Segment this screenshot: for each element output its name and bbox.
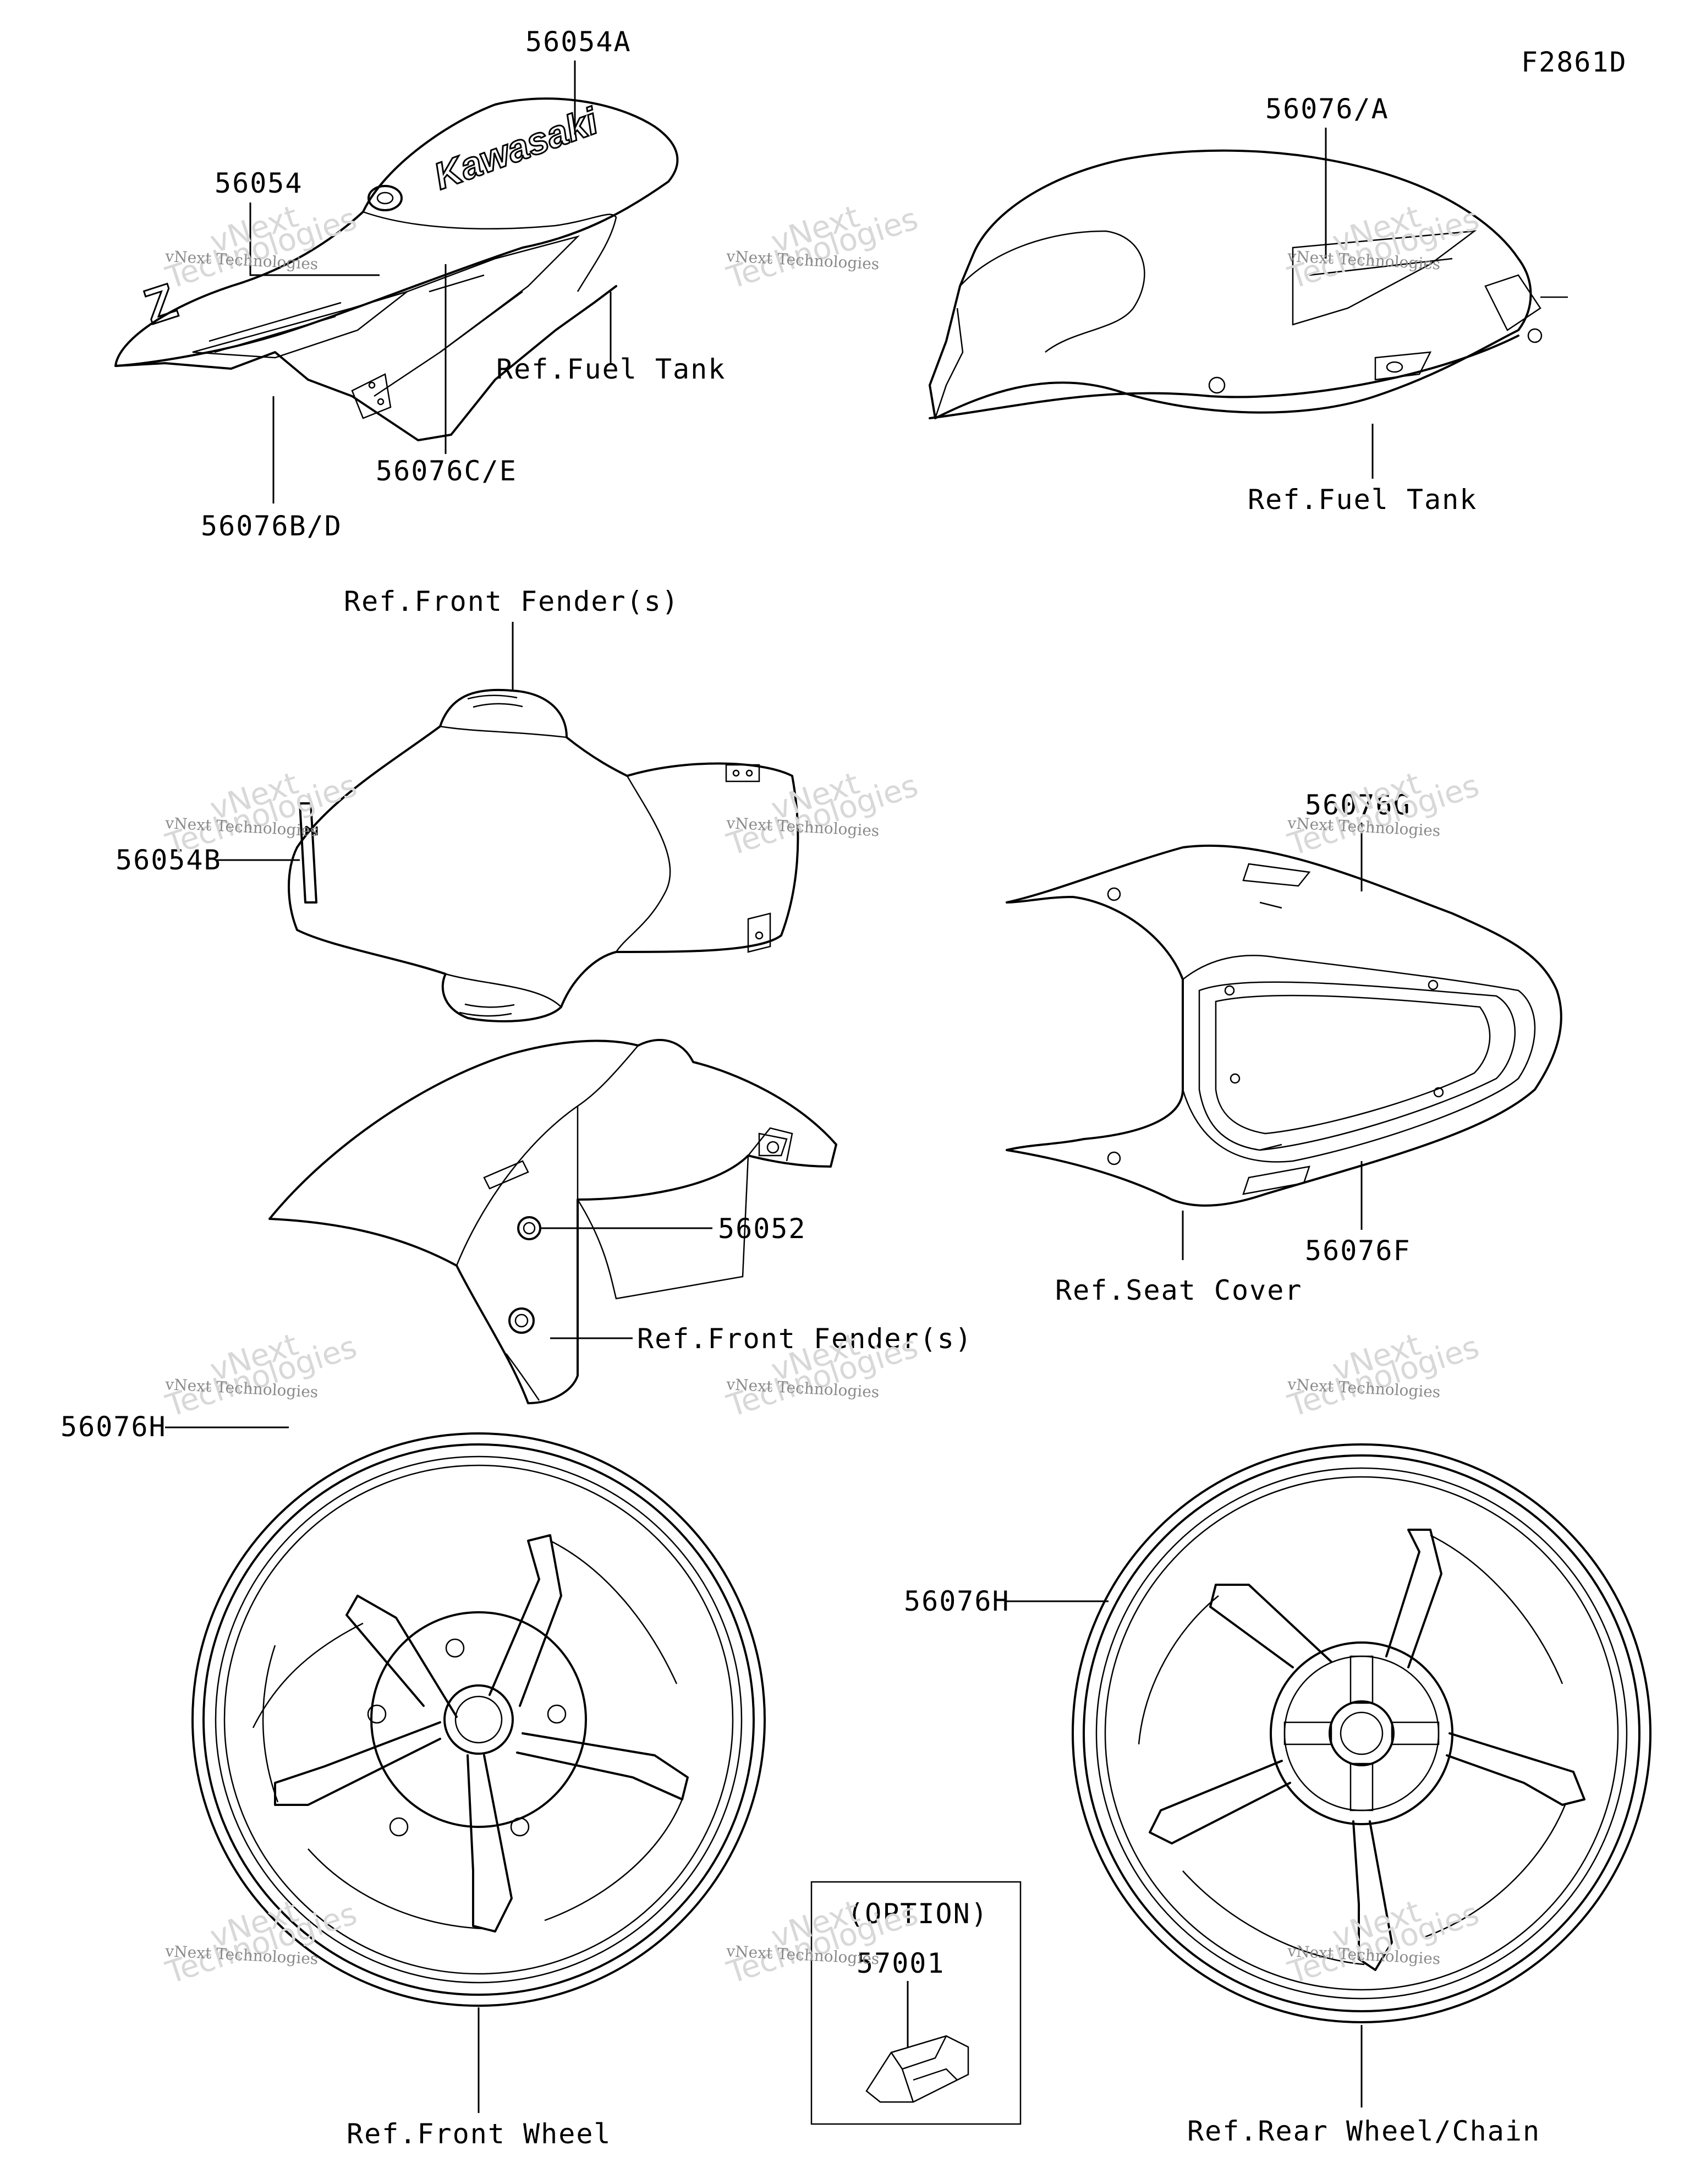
label-ref-front-wheel: Ref.Front Wheel xyxy=(347,2118,612,2150)
label-56076H-rear: 56076H xyxy=(904,1585,1010,1617)
label-ref-rear-wheel: Ref.Rear Wheel/Chain xyxy=(1187,2115,1540,2147)
label-56076G: 56076G xyxy=(1305,789,1411,821)
rear-wheel-drawing xyxy=(1072,1443,1651,2023)
figure-code: F2861D xyxy=(1521,46,1627,78)
label-ref-fuel-tank-2: Ref.Fuel Tank xyxy=(1248,484,1477,516)
seat-cover-drawing xyxy=(1006,844,1562,1207)
leader-56054 xyxy=(249,202,380,276)
label-56052: 56052 xyxy=(718,1213,806,1245)
brand-decal-text: Kawasaki xyxy=(429,100,604,198)
label-56054: 56054 xyxy=(215,167,303,199)
label-56076BD: 56076B/D xyxy=(201,510,342,542)
label-option: (OPTION) xyxy=(847,1898,989,1930)
label-ref-fuel-tank-1: Ref.Fuel Tank xyxy=(496,353,726,385)
fender-decal-mark: Z xyxy=(301,825,321,836)
label-ref-front-fender-2: Ref.Front Fender(s) xyxy=(637,1323,973,1355)
label-57001: 57001 xyxy=(857,1947,945,1979)
label-ref-front-fender-1: Ref.Front Fender(s) xyxy=(344,585,679,617)
label-56054A: 56054A xyxy=(525,26,632,58)
label-56076F: 56076F xyxy=(1305,1235,1411,1267)
front-wheel-drawing xyxy=(191,1432,766,2007)
tank-cover-right-drawing xyxy=(929,149,1568,419)
label-56076H-front: 56076H xyxy=(61,1411,167,1443)
label-56076A: 56076/A xyxy=(1265,93,1389,125)
option-box xyxy=(810,1881,1022,2125)
label-56054B: 56054B xyxy=(116,844,222,876)
label-56076CE: 56076C/E xyxy=(376,455,517,487)
label-ref-seat-cover: Ref.Seat Cover xyxy=(1055,1274,1302,1306)
front-fender-top-drawing: Z xyxy=(288,688,799,1022)
